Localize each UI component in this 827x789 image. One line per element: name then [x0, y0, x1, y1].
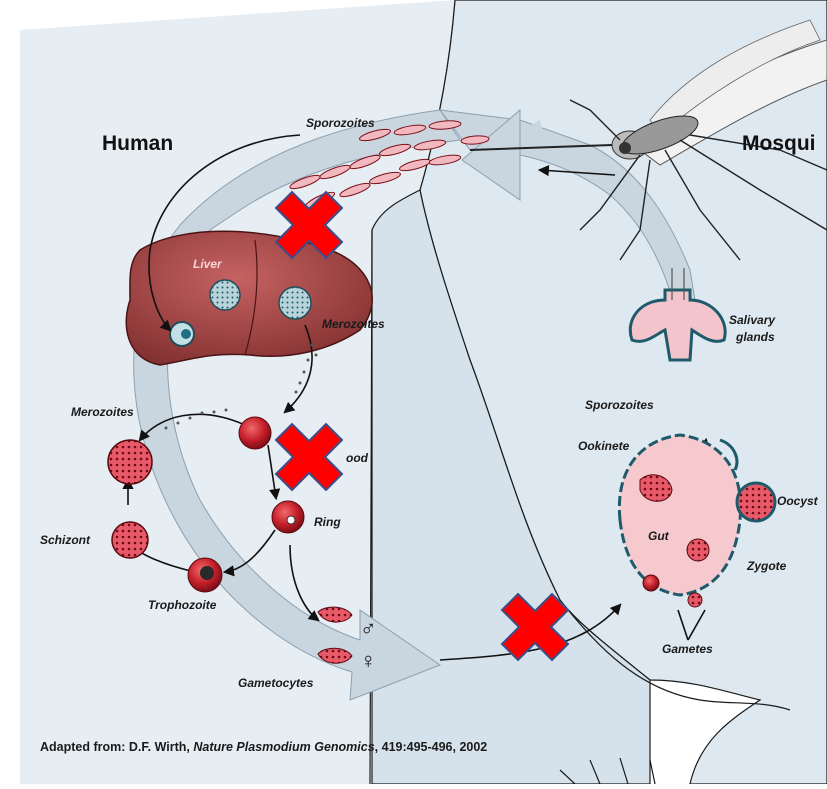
- citation-journal: Nature Plasmodium Genomics: [193, 740, 374, 754]
- label-zygote: Zygote: [746, 559, 787, 573]
- heading-mosquito: Mosqui: [742, 132, 816, 155]
- label-gametes: Gametes: [662, 642, 713, 656]
- label-ring: Ring: [314, 515, 341, 529]
- label-oocyst: Oocyst: [777, 494, 819, 508]
- label-trophozoite: Trophozoite: [148, 598, 217, 612]
- citation: Adapted from: D.F. Wirth, Nature Plasmod…: [40, 740, 487, 754]
- label-gut: Gut: [648, 529, 670, 543]
- heading-human: Human: [102, 132, 173, 155]
- label-merozoites-liver: Merozoites: [322, 317, 385, 331]
- label-sporozoites-mosquito: Sporozoites: [585, 398, 654, 412]
- label-schizont: Schizont: [40, 533, 91, 547]
- label-liver: Liver: [193, 257, 223, 271]
- label-gametocytes: Gametocytes: [238, 676, 314, 690]
- label-sporozoites-top: Sporozoites: [306, 116, 375, 130]
- label-merozoites-blood: Merozoites: [71, 405, 134, 419]
- citation-prefix: Adapted from: D.F. Wirth,: [40, 740, 193, 754]
- citation-suffix: , 419:495-496, 2002: [375, 740, 488, 754]
- male-symbol: ♂: [360, 616, 377, 641]
- female-symbol: ♀: [360, 648, 377, 673]
- label-ookinete: Ookinete: [578, 439, 630, 453]
- label-salivary: Salivary: [729, 313, 776, 327]
- label-blood: ood: [346, 451, 369, 465]
- label-glands: glands: [735, 330, 775, 344]
